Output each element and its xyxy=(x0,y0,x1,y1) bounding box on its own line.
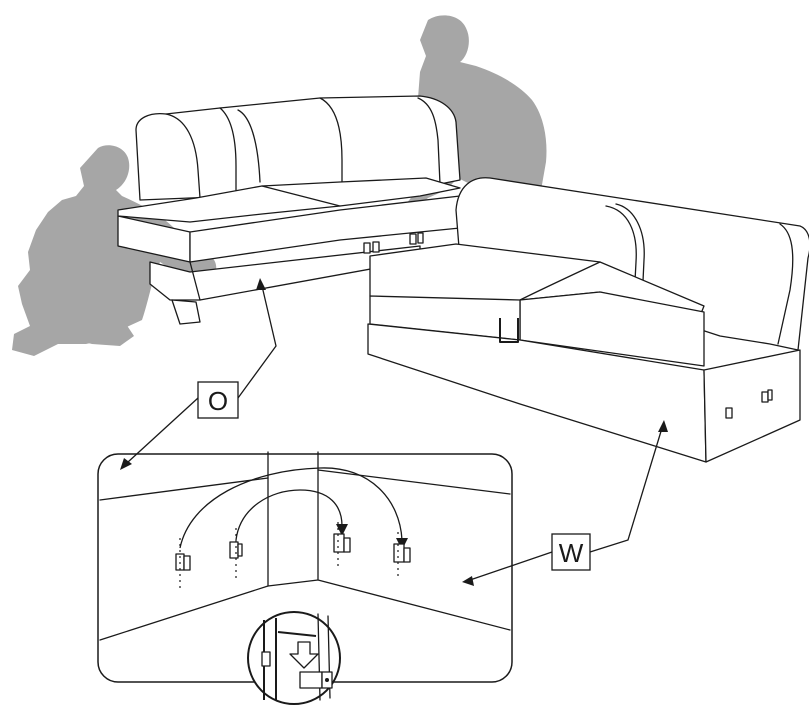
connector-icon-w xyxy=(726,408,732,418)
detail-panel xyxy=(98,452,512,704)
label-o: O xyxy=(198,382,238,418)
label-w-text: W xyxy=(559,538,584,568)
connector-icon xyxy=(364,243,370,253)
label-w: W xyxy=(552,534,590,570)
magnifier-detail-icon xyxy=(248,612,340,704)
label-o-text: O xyxy=(208,386,228,416)
